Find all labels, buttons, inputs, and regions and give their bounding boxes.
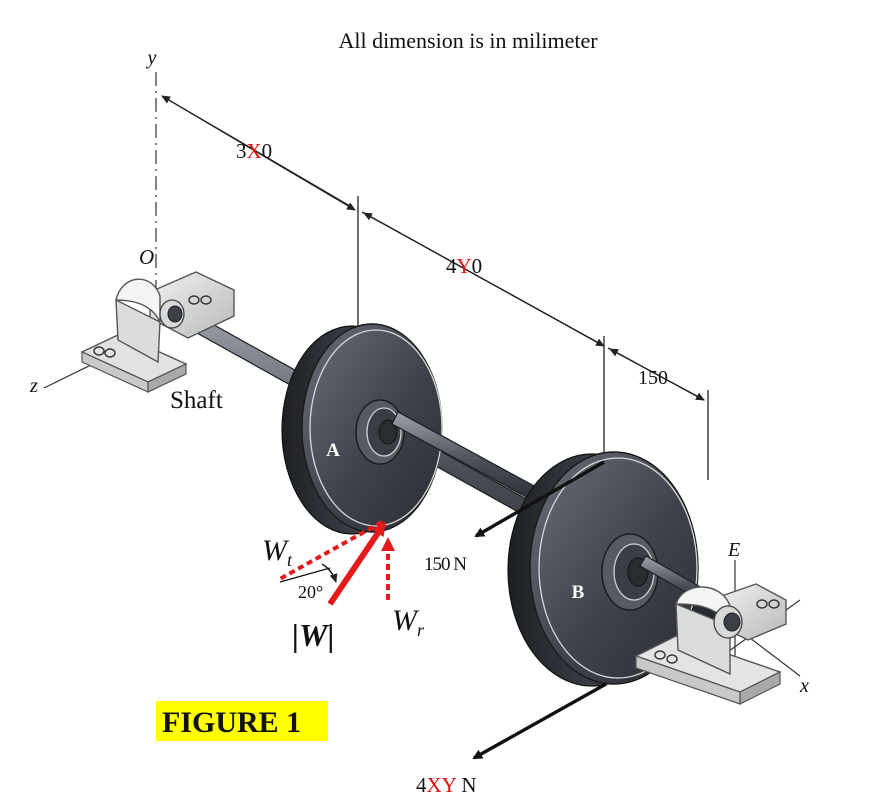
force-150n-arrow <box>474 460 605 538</box>
point-e-label: E <box>727 539 740 561</box>
dim2-var: Y <box>457 254 472 278</box>
point-a-label: A <box>326 440 340 461</box>
dim2-pre: 4 <box>446 254 457 278</box>
dimension-line-3b <box>609 348 705 401</box>
gear-b <box>507 451 699 687</box>
force-4xy-label: 4XY N <box>416 773 476 797</box>
dimension-150: 150 <box>638 367 668 389</box>
wt-label: Wt <box>262 534 293 570</box>
point-b-label: B <box>572 582 585 603</box>
dimension-3x0: 3X0 <box>236 139 272 163</box>
dim1-post: 0 <box>262 139 273 163</box>
point-o-label: O <box>139 245 154 269</box>
force2-pre: 4 <box>416 773 427 797</box>
bearing-o <box>80 271 235 393</box>
force-4xy-arrow <box>472 682 607 760</box>
wt-sub: t <box>287 550 293 570</box>
shaft-label: Shaft <box>170 387 223 414</box>
wt-main: W <box>262 534 290 567</box>
figure-label-highlight <box>156 701 328 741</box>
dimension-line-2b <box>363 212 605 347</box>
y-axis-label: y <box>146 47 157 69</box>
z-axis-label: z <box>29 375 38 397</box>
w-magnitude-label: |W| <box>292 617 335 653</box>
w-resultant-arrow <box>327 521 387 606</box>
x-axis-label: x <box>799 675 809 697</box>
dim2-post: 0 <box>472 254 483 278</box>
dim1-pre: 3 <box>236 139 247 163</box>
angle-reference-line <box>279 567 331 583</box>
figure-label: FIGURE 1 <box>162 706 301 739</box>
force2-var: XY <box>427 773 457 797</box>
force2-post: N <box>456 773 476 797</box>
angle-label: 20° <box>298 582 323 602</box>
dimension-note: All dimension is in milimeter <box>338 28 598 53</box>
dimension-line-1b <box>161 95 356 211</box>
angle-arc <box>321 563 338 583</box>
gear-a <box>281 323 443 535</box>
wr-main: W <box>392 604 420 637</box>
force-150n-label: 150 N <box>424 554 467 575</box>
wr-sub: r <box>417 620 425 640</box>
dim1-var: X <box>247 139 262 163</box>
bearing-e <box>634 583 787 705</box>
dimension-4y0: 4Y0 <box>446 254 482 278</box>
wr-label: Wr <box>392 604 425 640</box>
